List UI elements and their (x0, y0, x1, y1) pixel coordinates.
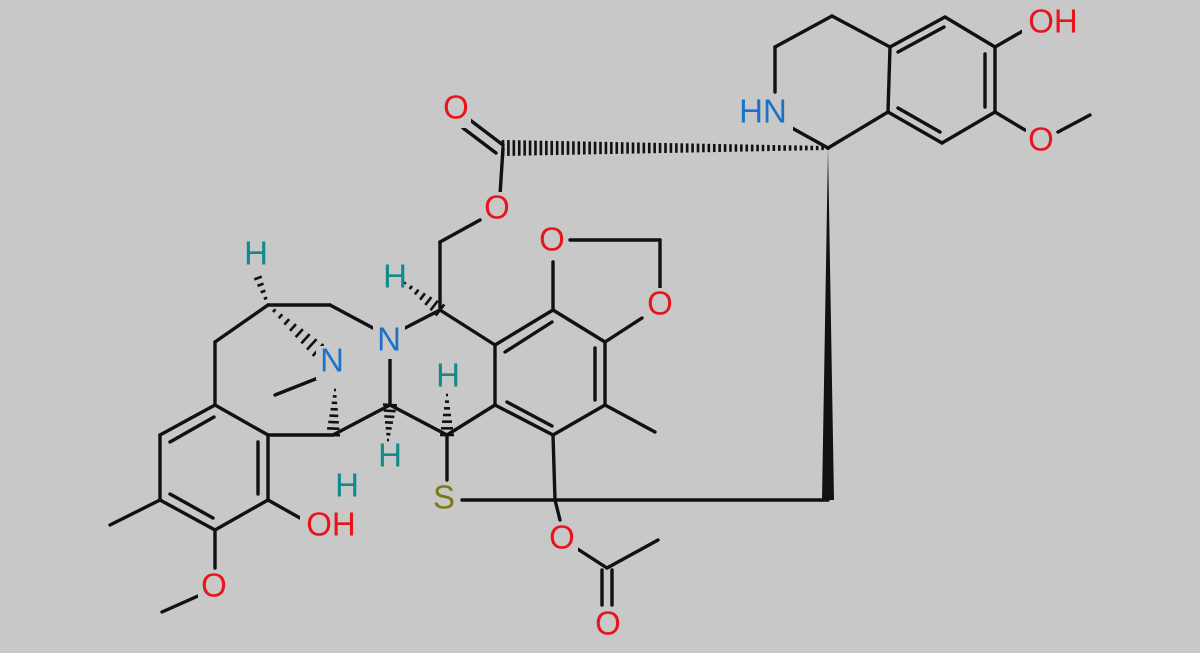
hash-stroke (263, 296, 268, 301)
dioxole-oxygen-2: O (647, 285, 673, 322)
n-methyl-label: N (320, 342, 344, 379)
hash-stroke (266, 303, 270, 307)
acetate-oxygen: O (549, 519, 575, 556)
methoxy-left-oxygen: O (201, 567, 227, 604)
h-lower-1-label: H (378, 437, 402, 474)
hash-stroke (289, 323, 297, 332)
hash-stroke (429, 299, 439, 312)
ester-oxygen: O (484, 189, 510, 226)
hash-stroke (413, 288, 420, 296)
hash-stroke (403, 281, 407, 285)
carbonyl-oxygen: O (443, 89, 469, 126)
hash-stroke (408, 285, 414, 290)
h-center-label: H (436, 357, 460, 394)
n-ring-label: N (377, 321, 401, 358)
hash-stroke (434, 303, 446, 317)
hash-stroke (419, 292, 426, 301)
acetyl-oxygen: O (595, 605, 621, 642)
oh-bottom-label: OH (306, 506, 356, 543)
oh-top-label: OH (1028, 3, 1078, 40)
h-lower-2-label: H (335, 467, 359, 504)
hash-stroke (383, 409, 396, 413)
hash-stroke (300, 333, 311, 345)
hash-stroke (253, 275, 263, 281)
hash-stroke (384, 415, 395, 419)
h-left-top-label: H (244, 235, 268, 272)
dioxole-oxygen-1: O (539, 221, 565, 258)
hash-stroke (327, 426, 340, 431)
hash-stroke (424, 296, 433, 306)
hash-stroke (382, 403, 398, 407)
methoxy-right-oxygen: O (1028, 121, 1054, 158)
hash-stroke (260, 289, 266, 294)
h-mid-label: H (383, 258, 407, 295)
hash-stroke (294, 328, 304, 338)
sulfur-label: S (433, 479, 455, 516)
hash-stroke (272, 308, 277, 313)
wedge-bonds (822, 148, 834, 500)
hash-stroke (283, 318, 291, 326)
hash-stroke (277, 313, 284, 320)
hash-stroke (257, 282, 264, 288)
hash-stroke (306, 338, 318, 351)
atom-labels: OH O HN O O O O H H N N H H H S OH O O O (198, 3, 1084, 644)
bonds (108, 14, 1092, 614)
hash-stroke (325, 433, 341, 437)
hashed-bonds (253, 140, 830, 442)
hn-label: HN (739, 93, 787, 130)
